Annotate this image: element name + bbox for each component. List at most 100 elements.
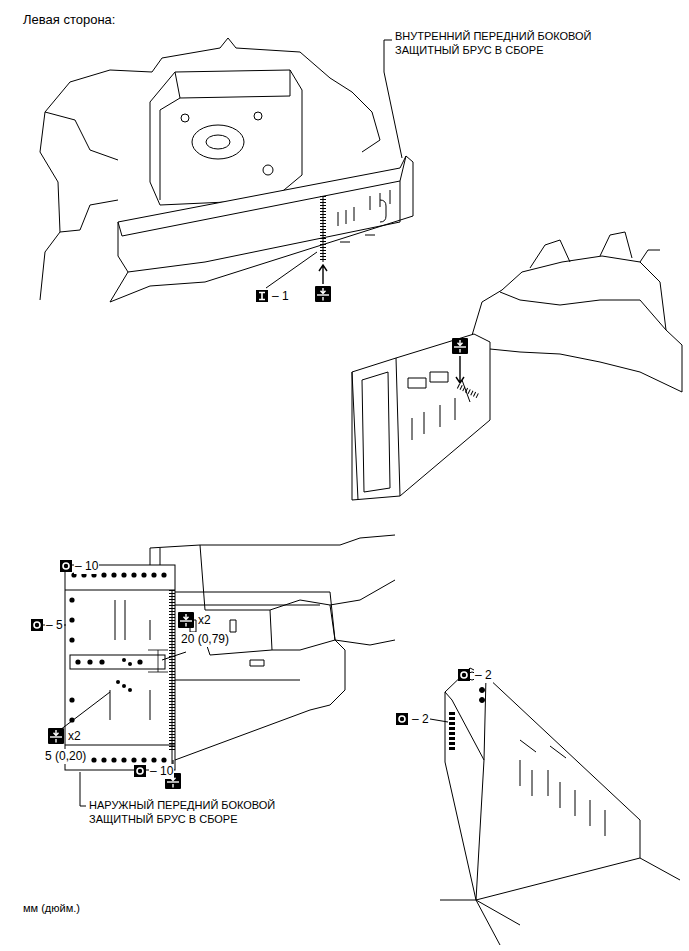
outer-member-figure-part bbox=[175, 605, 320, 680]
spot-weld-points-part bbox=[128, 662, 132, 666]
rail-end-figure-part bbox=[445, 668, 640, 900]
outer-member-figure-part bbox=[65, 565, 175, 770]
rail-perspective-figure-part bbox=[352, 334, 490, 500]
outer-member-figure-part bbox=[110, 600, 150, 720]
callout-number: – 1 bbox=[271, 289, 290, 304]
dimension-value: 5 (0,20) bbox=[44, 749, 87, 764]
spot-weld-points-part bbox=[69, 617, 74, 622]
spot-weld-points-part bbox=[137, 659, 142, 664]
spot-weld-points-part bbox=[122, 684, 126, 688]
spot-weld-points-part bbox=[151, 572, 156, 577]
inner-member-figure-part bbox=[380, 200, 386, 222]
rail-end-figure bbox=[440, 668, 680, 945]
inner-member-figure-part bbox=[320, 196, 326, 262]
inner-member-figure-part bbox=[128, 222, 400, 272]
units-note: мм (дюйм.) bbox=[22, 902, 81, 916]
rail-perspective-figure-part bbox=[458, 386, 478, 396]
spot-weld-points-part bbox=[151, 757, 156, 762]
part-name: ВНУТРЕННИЙ ПЕРЕДНИЙ БОКОВОЙ ЗАЩИТНЫЙ БРУ… bbox=[394, 30, 611, 58]
view-title: Левая сторона: bbox=[22, 12, 116, 28]
leader-line bbox=[60, 692, 110, 730]
figure-1-symbols bbox=[256, 40, 402, 302]
outer-member-figure-part bbox=[65, 590, 175, 745]
arrow bbox=[319, 265, 327, 284]
outer-member-figure-part bbox=[150, 535, 395, 585]
outer-member-figure-part bbox=[330, 580, 395, 645]
callout-number: – 2 bbox=[474, 668, 493, 683]
outer-member-figure-part bbox=[270, 600, 335, 650]
figure-2-symbols bbox=[452, 338, 468, 383]
inner-member-figure-part bbox=[150, 70, 302, 205]
inner-member-figure bbox=[40, 38, 413, 302]
leader-line bbox=[384, 40, 402, 158]
spot-weld-points-part bbox=[111, 572, 116, 577]
leader-line bbox=[80, 772, 86, 806]
rail-perspective-figure-part bbox=[362, 372, 390, 492]
leader-line bbox=[162, 652, 186, 660]
callout-number: – 2 bbox=[411, 712, 430, 727]
leader-line bbox=[266, 252, 317, 288]
cut-symbol bbox=[178, 612, 194, 628]
figure-4-symbols bbox=[396, 669, 470, 725]
weld-symbol bbox=[256, 290, 268, 302]
cut-line bbox=[172, 590, 173, 768]
spot-weld-points-part bbox=[91, 757, 96, 762]
spot-weld-points-part bbox=[121, 572, 126, 577]
spot-weld-points-part bbox=[111, 757, 116, 762]
rail-end-figure-part bbox=[440, 858, 680, 945]
spot-weld-points-part bbox=[131, 757, 136, 762]
rail-end-figure-part bbox=[449, 712, 455, 752]
inner-member-figure-part bbox=[206, 135, 230, 149]
inner-member-figure-part bbox=[45, 112, 118, 232]
spot-weld-points-part bbox=[69, 697, 74, 702]
inner-member-figure-part bbox=[192, 125, 244, 159]
spot-weld-points-part bbox=[131, 572, 136, 577]
leader-line bbox=[430, 719, 448, 722]
spot-weld-points-part bbox=[116, 680, 120, 684]
outer-member-figure bbox=[65, 535, 395, 770]
dimension-value: 20 (0,79) bbox=[180, 632, 230, 647]
weld-symbol bbox=[396, 713, 408, 725]
rail-perspective-figure-part bbox=[408, 372, 455, 440]
outer-member-figure-part bbox=[70, 655, 165, 669]
weld-symbol bbox=[31, 619, 43, 631]
spot-weld-points-part bbox=[101, 572, 106, 577]
inner-member-figure-part bbox=[254, 112, 262, 120]
rail-perspective-figure-part bbox=[470, 256, 682, 392]
callout-number: – 5 bbox=[45, 618, 64, 633]
inner-member-figure-part bbox=[338, 190, 390, 242]
inner-member-figure-part bbox=[323, 196, 324, 262]
outer-member-figure-part bbox=[175, 592, 345, 760]
inner-member-figure-part bbox=[263, 165, 273, 175]
spot-weld-points-part bbox=[99, 659, 104, 664]
spot-weld-points-part bbox=[69, 597, 74, 602]
cut-symbol bbox=[452, 338, 468, 354]
quantity: x2 bbox=[67, 729, 82, 744]
callout-number: – 10 bbox=[74, 559, 99, 574]
spot-weld-points-part bbox=[141, 757, 146, 762]
weld-symbol bbox=[458, 669, 470, 681]
rail-end-figure-part bbox=[520, 740, 605, 836]
arrow bbox=[456, 356, 464, 383]
spot-weld-points-part bbox=[75, 659, 80, 664]
rail-end-figure-part bbox=[480, 688, 485, 693]
spot-weld-points-part bbox=[87, 659, 92, 664]
rail-end-figure-part bbox=[445, 676, 486, 900]
rail-perspective-figure-part bbox=[352, 358, 400, 500]
inner-member-figure-part bbox=[110, 156, 413, 302]
spot-weld-points-part bbox=[141, 572, 146, 577]
weld-symbol bbox=[60, 560, 72, 572]
cut-line bbox=[169, 590, 175, 750]
outer-member-figure-part bbox=[148, 650, 168, 672]
rail-perspective-figure-part bbox=[500, 292, 666, 330]
inner-member-figure-part bbox=[160, 70, 290, 200]
callout-number: – 10 bbox=[149, 764, 174, 779]
spot-weld-points-part bbox=[128, 688, 132, 692]
spot-weld-points-part bbox=[101, 757, 106, 762]
spot-weld-points-part bbox=[161, 757, 166, 762]
inner-member-figure-part bbox=[181, 114, 189, 122]
spot-weld-points bbox=[69, 572, 166, 762]
inner-member-figure-part bbox=[118, 156, 406, 236]
cut-symbol bbox=[315, 286, 331, 302]
